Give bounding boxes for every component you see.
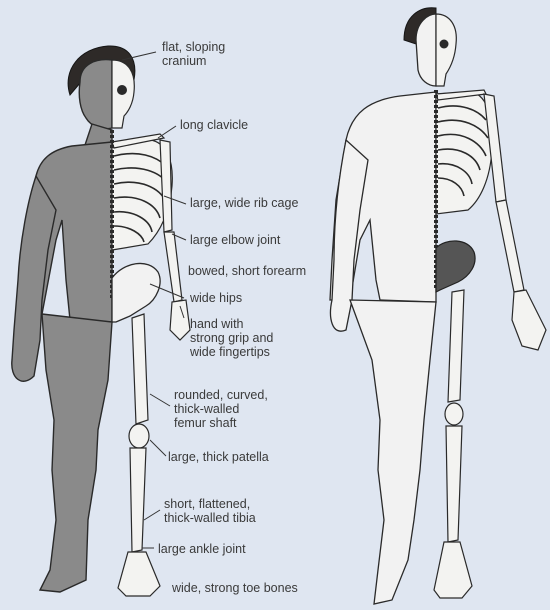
label-femur: rounded, curved, thick-walled femur shaf… — [174, 388, 268, 430]
right-figure-foot-bones — [434, 542, 472, 598]
right-figure-femur — [448, 290, 464, 402]
left-figure-leg — [40, 314, 112, 592]
left-figure-foot-bones — [118, 552, 160, 596]
label-forearm: bowed, short forearm — [188, 264, 306, 278]
label-ankle-joint: large ankle joint — [158, 542, 246, 556]
left-figure-patella — [129, 424, 149, 448]
right-skull-eye-socket — [440, 40, 449, 49]
label-patella: large, thick patella — [168, 450, 269, 464]
label-cranium: flat, sloping cranium — [162, 40, 225, 68]
left-figure-femur — [132, 314, 148, 424]
left-figure-head — [79, 60, 112, 129]
right-figure-patella — [445, 403, 463, 425]
left-figure-forearm — [164, 232, 182, 302]
left-skull-eye-socket — [117, 85, 127, 95]
right-figure-pelvis — [436, 241, 475, 292]
label-elbow-joint: large elbow joint — [190, 233, 280, 247]
right-figure — [330, 8, 546, 604]
label-hips: wide hips — [190, 291, 242, 305]
label-toe-bones: wide, strong toe bones — [172, 581, 298, 595]
label-hand: hand with strong grip and wide fingertip… — [190, 317, 273, 359]
label-rib-cage: large, wide rib cage — [190, 196, 298, 210]
left-figure-tibia — [130, 448, 146, 552]
right-figure-leg — [350, 300, 436, 604]
label-clavicle: long clavicle — [180, 118, 248, 132]
right-figure-skull — [436, 14, 456, 86]
right-figure-forearm — [496, 200, 524, 292]
right-figure-tibia — [446, 426, 462, 542]
label-tibia: short, flattened, thick-walled tibia — [164, 497, 256, 525]
left-figure-pelvis — [112, 263, 160, 322]
right-figure-hand-bones — [512, 290, 546, 350]
right-figure-head — [416, 14, 436, 86]
